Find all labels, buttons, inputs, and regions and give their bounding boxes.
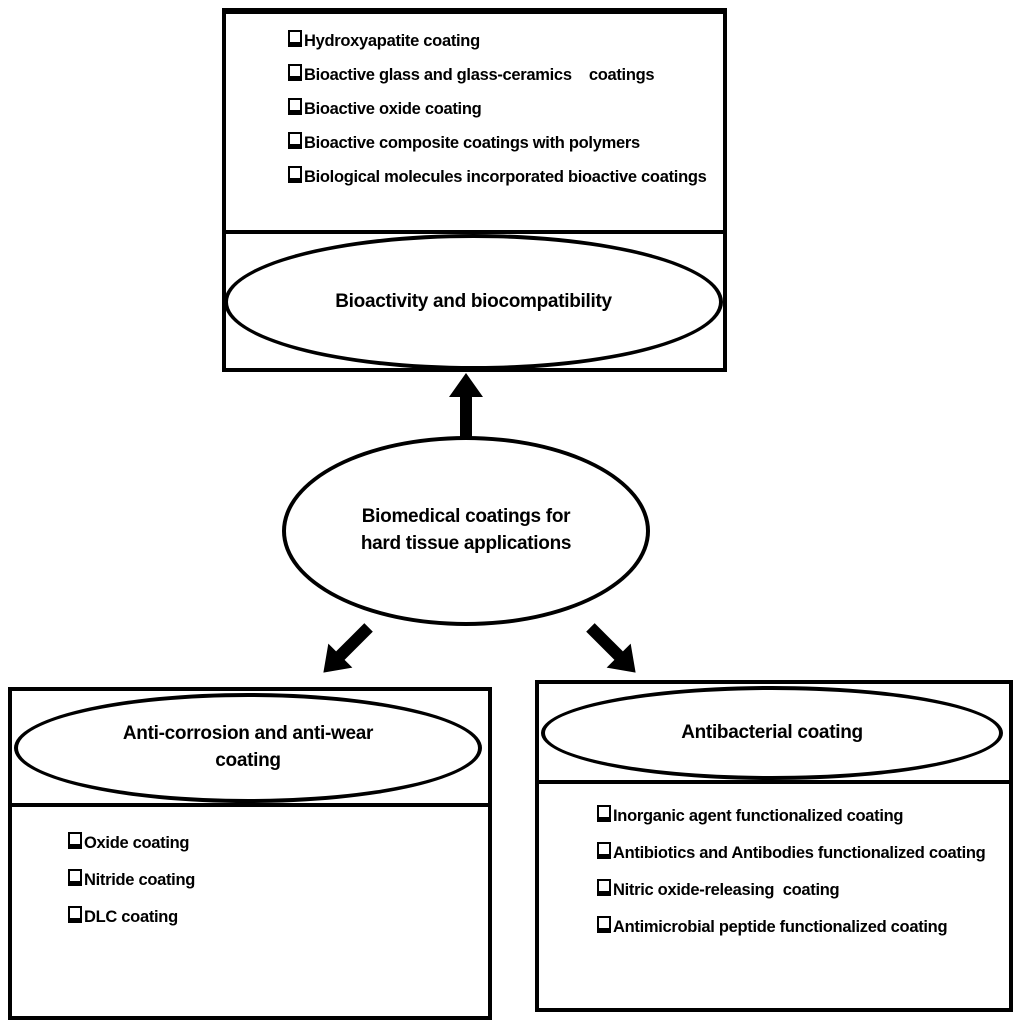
center-node-label: Biomedical coatings for hard tissue appl… bbox=[360, 506, 572, 554]
right-branch-box: Antibacterial coating Inorganic agent fu… bbox=[535, 680, 1013, 1012]
top-branch-box: Hydroxyapatite coating Bioactive glass a… bbox=[222, 8, 727, 372]
arrow-up-icon bbox=[449, 373, 483, 437]
checkbox-bullet-icon bbox=[68, 906, 82, 923]
list-item-label: Antimicrobial peptide functionalized coa… bbox=[613, 918, 948, 936]
left-branch-ellipse: Anti-corrosion and anti-wear coating bbox=[14, 693, 482, 803]
list-item: Biological molecules incorporated bioact… bbox=[232, 160, 717, 194]
top-branch-item-list: Hydroxyapatite coating Bioactive glass a… bbox=[226, 14, 723, 194]
arrow-down-left-icon bbox=[323, 623, 373, 673]
left-branch-box: Anti-corrosion and anti-wear coating Oxi… bbox=[8, 687, 492, 1020]
list-item: Oxide coating bbox=[68, 825, 482, 862]
section-divider bbox=[226, 230, 723, 234]
checkbox-bullet-icon bbox=[68, 832, 82, 849]
list-item-label: Nitride coating bbox=[84, 871, 196, 889]
list-item-label: Oxide coating bbox=[84, 834, 190, 852]
checkbox-bullet-icon bbox=[288, 132, 302, 149]
top-branch-ellipse: Bioactivity and biocompatibility bbox=[224, 234, 723, 370]
list-item-label: Bioactive oxide coating bbox=[304, 100, 482, 118]
checkbox-bullet-icon bbox=[597, 805, 611, 822]
checkbox-bullet-icon bbox=[288, 30, 302, 47]
checkbox-bullet-icon bbox=[288, 166, 302, 183]
list-item: Inorganic agent functionalized coating bbox=[541, 798, 1005, 835]
left-branch-item-list: Oxide coating Nitride coating DLC coatin… bbox=[68, 825, 482, 936]
list-item-label: Nitric oxide-releasing coating bbox=[613, 881, 840, 899]
arrow-down-right-icon bbox=[586, 623, 636, 673]
list-item: Antibiotics and Antibodies functionalize… bbox=[541, 835, 1005, 872]
list-item-label: Bioactive composite coatings with polyme… bbox=[304, 134, 640, 152]
checkbox-bullet-icon bbox=[68, 869, 82, 886]
list-item-label: DLC coating bbox=[84, 908, 178, 926]
list-item-label: Biological molecules incorporated bioact… bbox=[304, 168, 707, 186]
checkbox-bullet-icon bbox=[288, 98, 302, 115]
right-branch-title: Antibacterial coating bbox=[681, 721, 863, 743]
list-item-label: Antibiotics and Antibodies functionalize… bbox=[613, 844, 986, 862]
list-item: Bioactive oxide coating bbox=[232, 92, 717, 126]
top-branch-title: Bioactivity and biocompatibility bbox=[335, 290, 612, 312]
list-item-label: Bioactive glass and glass-ceramics coati… bbox=[304, 66, 655, 84]
list-item: Antimicrobial peptide functionalized coa… bbox=[541, 909, 1005, 946]
left-branch-title: Anti-corrosion and anti-wear coating bbox=[122, 723, 374, 771]
list-item-label: Inorganic agent functionalized coating bbox=[613, 807, 904, 825]
checkbox-bullet-icon bbox=[288, 64, 302, 81]
list-item: Bioactive glass and glass-ceramics coati… bbox=[232, 58, 717, 92]
checkbox-bullet-icon bbox=[597, 879, 611, 896]
list-item: Hydroxyapatite coating bbox=[232, 24, 717, 58]
list-item: Nitric oxide-releasing coating bbox=[541, 872, 1005, 909]
checkbox-bullet-icon bbox=[597, 842, 611, 859]
right-branch-item-list: Inorganic agent functionalized coating A… bbox=[541, 798, 1005, 946]
list-item: Nitride coating bbox=[68, 862, 482, 899]
checkbox-bullet-icon bbox=[597, 916, 611, 933]
section-divider bbox=[539, 780, 1009, 784]
section-divider bbox=[12, 803, 488, 807]
right-branch-ellipse: Antibacterial coating bbox=[541, 686, 1003, 780]
list-item-label: Hydroxyapatite coating bbox=[304, 32, 480, 50]
list-item: Bioactive composite coatings with polyme… bbox=[232, 126, 717, 160]
list-item: DLC coating bbox=[68, 899, 482, 936]
center-node-ellipse: Biomedical coatings for hard tissue appl… bbox=[282, 436, 650, 626]
